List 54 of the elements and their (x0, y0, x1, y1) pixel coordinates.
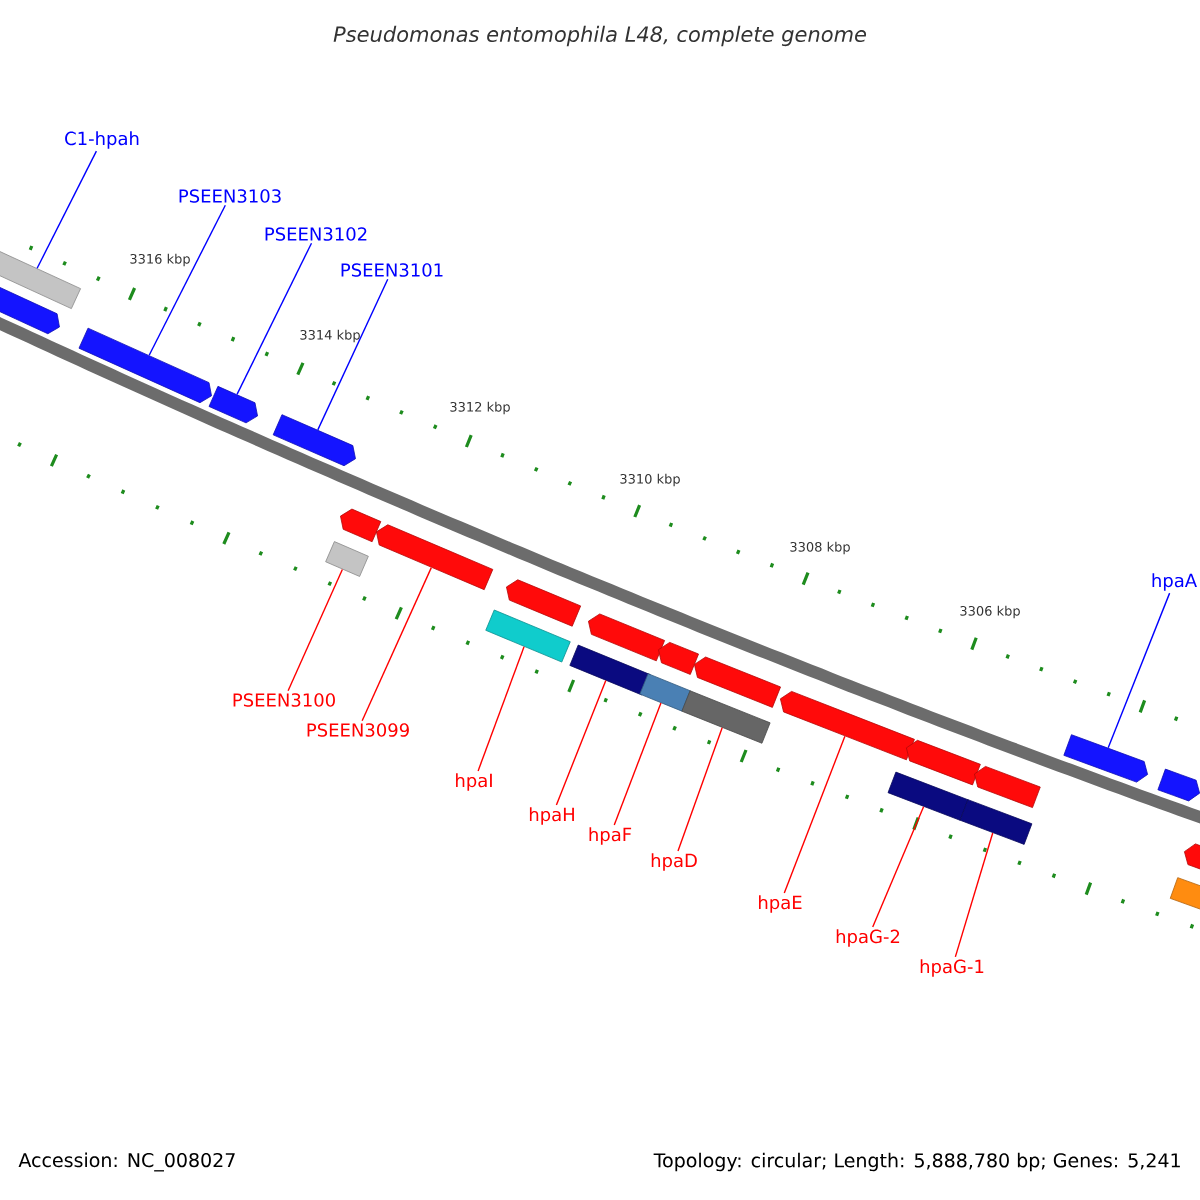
gene-label: PSEEN3101 (341, 263, 443, 277)
gene-label: hpaA (1152, 573, 1197, 591)
gene-label: hpaD (651, 853, 697, 871)
gene-feature (588, 613, 665, 662)
leader-line (477, 646, 525, 772)
leader-line (555, 679, 607, 806)
gene-label: hpaE (759, 895, 802, 913)
gene-label: PSEEN3102 (265, 227, 367, 241)
leader-line (677, 727, 723, 852)
gene-feature (506, 579, 582, 627)
gene-feature (340, 508, 382, 543)
gene-feature (78, 327, 212, 404)
gene-feature (780, 691, 915, 761)
gene-feature (694, 656, 781, 708)
leader-line (1107, 592, 1171, 749)
gene-feature (1063, 734, 1148, 783)
gene-label: hpaG-2 (836, 929, 900, 947)
gene-label: hpaI (456, 773, 492, 791)
gene-feature (906, 739, 981, 786)
gene-label: hpaF (589, 827, 632, 845)
genome-info-text: Topology: circular; Length: 5,888,780 bp; Genes: 5,241 (653, 1152, 1180, 1172)
leader-line (872, 806, 925, 928)
gene-feature (272, 414, 356, 467)
leader-line (954, 832, 994, 958)
gene-feature (0, 247, 81, 309)
leader-line (236, 242, 313, 396)
gene-label: PSEEN3099 (307, 723, 409, 737)
gene-feature (1157, 768, 1200, 802)
gene-feature (0, 283, 60, 335)
leader-line (361, 566, 432, 722)
gene-label: hpaH (529, 807, 574, 825)
leader-line (36, 150, 98, 269)
gene-feature (658, 642, 699, 675)
leader-line (287, 568, 344, 692)
gene-label: hpaG-1 (920, 959, 984, 977)
leader-line (317, 278, 389, 431)
gene-label: PSEEN3103 (179, 189, 281, 203)
gene-feature (681, 690, 771, 744)
gene-label: C1-hpah (65, 131, 139, 149)
gene-feature (325, 541, 369, 577)
gene-feature (959, 799, 1033, 845)
leader-line (148, 204, 227, 356)
gene-feature (974, 766, 1041, 808)
gene-feature (485, 609, 571, 663)
title: Pseudomonas entomophila L48, complete genome (333, 25, 867, 47)
leader-line (613, 702, 662, 826)
gene-feature (208, 385, 258, 424)
accession-text: Accession: NC_008027 (18, 1152, 235, 1172)
gene-label: PSEEN3100 (233, 693, 335, 707)
gene-feature (569, 644, 651, 696)
leader-line (783, 735, 846, 894)
gene-feature (376, 524, 494, 591)
gene-feature (639, 673, 691, 712)
gene-feature (887, 771, 969, 821)
